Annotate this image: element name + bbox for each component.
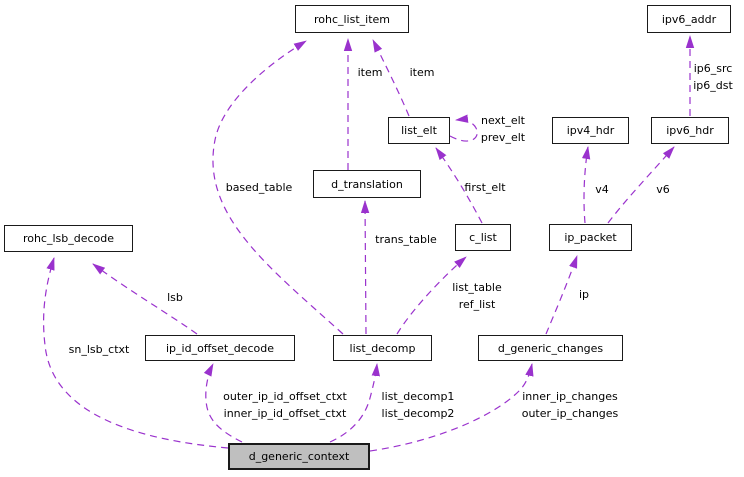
edge-label-line: list_decomp2 [381, 407, 455, 420]
edge-label-line: prev_elt [480, 131, 526, 144]
node-d_generic_context: d_generic_context [228, 443, 370, 470]
node-label: rohc_list_item [313, 12, 391, 26]
node-rohc_list_item[interactable]: rohc_list_item [295, 5, 409, 33]
edge-label-sn_lsb_ctxt: sn_lsb_ctxt [69, 341, 130, 358]
node-ipv6_hdr[interactable]: ipv6_hdr [651, 117, 729, 144]
edge-list_decomp1-list_decomp2 [329, 363, 380, 443]
edge-label-line: item [409, 66, 435, 79]
edge-label-line: ref_list [458, 298, 496, 311]
edge-v4 [581, 146, 591, 224]
node-ip_packet[interactable]: ip_packet [549, 224, 632, 251]
node-label: d_generic_context [248, 450, 350, 463]
node-label: d_translation [331, 177, 403, 191]
node-d_generic_changes[interactable]: d_generic_changes [478, 335, 623, 361]
edge-label-first_elt: first_elt [464, 179, 505, 196]
edge-label-line: item [357, 66, 383, 79]
node-rohc_lsb_decode[interactable]: rohc_lsb_decode [4, 225, 133, 252]
edge-label-line: ip6_src [693, 62, 733, 75]
edge-label-line: trans_table [375, 233, 437, 246]
edge-label-trans_table: trans_table [375, 231, 437, 248]
edge-label-line: outer_ip_changes [521, 407, 619, 420]
node-ip_id_offset_decode[interactable]: ip_id_offset_decode [145, 335, 295, 361]
node-list_decomp[interactable]: list_decomp [333, 335, 432, 361]
edge-label-based_table: based_table [226, 179, 293, 196]
edge-trans_table [360, 200, 370, 335]
edge-next_elt-prev_elt-self [449, 114, 478, 142]
edge-label-lsb: lsb [167, 289, 183, 306]
edge-label-line: list_decomp1 [381, 390, 455, 403]
node-c_list[interactable]: c_list [455, 224, 511, 251]
edge-label-line: lsb [167, 291, 183, 304]
node-list_elt[interactable]: list_elt [388, 117, 450, 144]
node-label: list_decomp [349, 341, 416, 355]
edge-label-v4: v4 [595, 181, 609, 198]
edge-label-ip_changes: inner_ip_changes outer_ip_changes [522, 388, 619, 422]
node-label: ip_packet [564, 231, 617, 244]
node-label: ipv6_hdr [666, 124, 714, 137]
edge-label-line: first_elt [464, 181, 506, 194]
edge-lsb [92, 263, 198, 335]
edge-label-line: inner_ip_changes [522, 390, 618, 403]
edge-sn_lsb_ctxt [43, 257, 229, 449]
edge-inner-outer_ip_changes [369, 363, 534, 452]
edge-based_table [212, 40, 344, 335]
edge-outer-inner_ip_id_offset_ctxt [203, 363, 243, 443]
edge-label-line: outer_ip_id_offset_ctxt [223, 390, 347, 403]
edge-label-line: sn_lsb_ctxt [68, 343, 130, 356]
edge-label-line: next_elt [480, 114, 525, 127]
edge-ip [545, 255, 578, 335]
edge-label-line: list_table [452, 281, 502, 294]
edge-label-list_decomp-1-2: list_decomp1 list_decomp2 [382, 388, 455, 422]
edge-label-next-prev-elt: next_elt prev_elt [481, 112, 525, 146]
node-label: ipv6_addr [661, 12, 717, 26]
edge-label-item-2: item [410, 64, 435, 81]
edge-v6 [607, 146, 675, 224]
node-label: d_generic_changes [497, 341, 604, 355]
edge-label-item-1: item [358, 64, 383, 81]
node-label: list_elt [401, 124, 437, 137]
node-ipv6_addr[interactable]: ipv6_addr [647, 5, 731, 33]
node-label: rohc_lsb_decode [22, 232, 115, 245]
edge-label-line: v6 [656, 183, 670, 196]
edge-label-v6: v6 [656, 181, 670, 198]
edge-label-line: ip6_dst [693, 79, 733, 92]
node-ipv4_hdr[interactable]: ipv4_hdr [552, 117, 629, 144]
edge-label-line: inner_ip_id_offset_ctxt [223, 407, 347, 420]
edge-item-from-list_elt [372, 39, 410, 117]
edge-label-ip_id_offset_ctxt: outer_ip_id_offset_ctxt inner_ip_id_offse… [223, 388, 347, 422]
edge-label-line: v4 [595, 183, 609, 196]
node-label: ip_id_offset_decode [166, 341, 274, 355]
edge-list_table-ref_list [396, 256, 467, 335]
node-label: ipv4_hdr [566, 124, 615, 137]
edge-label-ip6-src-dst: ip6_src ip6_dst [693, 60, 733, 94]
node-d_translation[interactable]: d_translation [313, 170, 421, 198]
edge-label-line: based_table [225, 181, 293, 194]
edge-label-list_table-ref_list: list_table ref_list [452, 279, 502, 313]
edge-label-line: ip [578, 288, 590, 301]
edge-label-ip: ip [579, 286, 589, 303]
node-label: c_list [469, 231, 497, 244]
